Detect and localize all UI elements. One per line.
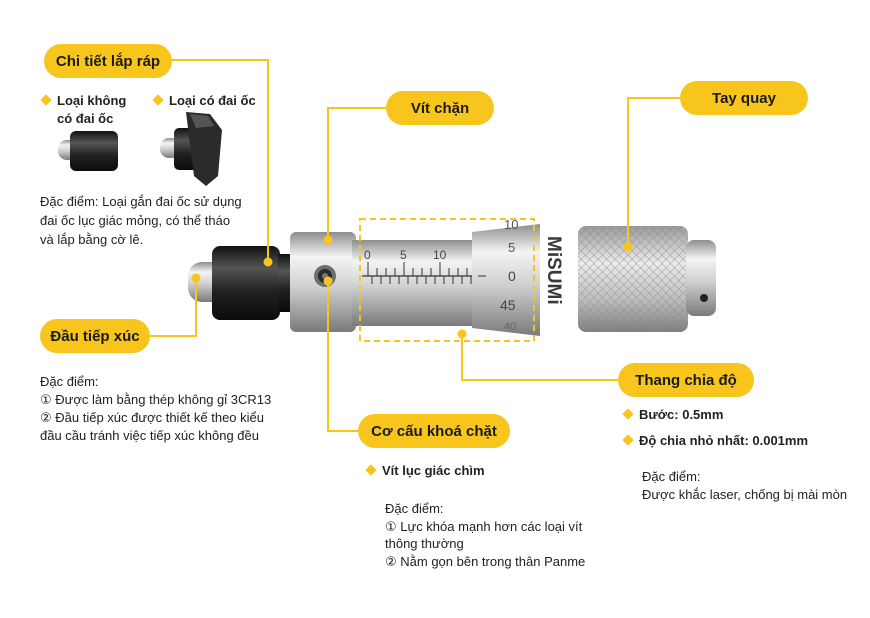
assembly-type-a-image: [58, 131, 118, 171]
brand-logo: MiSUMi: [543, 236, 564, 305]
bullet-icon: [365, 464, 377, 476]
scale-resolution: Độ chia nhỏ nhất: 0.001mm: [622, 432, 808, 450]
label-contact-tip: Đầu tiếp xúc: [40, 319, 150, 353]
thimble-tick-label: 40: [504, 321, 516, 333]
knurled-handle-part: [578, 226, 716, 332]
scale-heading: Đặc điểm:: [642, 469, 701, 484]
assembly-feature-line: Đặc điểm: Loại gắn đai ốc sử dụng: [40, 194, 242, 209]
scale-pitch: Bước: 0.5mm: [622, 406, 723, 424]
thimble-part: 10 5 0 45 40 MiSUMi: [472, 217, 564, 336]
bullet-icon: [622, 434, 634, 446]
bullet-icon: [152, 94, 164, 106]
leader-dots: [191, 235, 633, 339]
black-nut-part: [212, 246, 294, 320]
assembly-feature-line: và lắp bằng cờ lê.: [40, 232, 144, 247]
lock-ring-part: [290, 232, 356, 332]
assembly-feature-line: đai ốc lục giác mỏng, có thể tháo: [40, 213, 231, 228]
locking-item: thông thường: [385, 536, 464, 551]
assembly-type-a: Loại không: [40, 92, 126, 110]
label-assembly: Chi tiết lắp ráp: [44, 44, 172, 78]
assembly-type-b-image: [160, 112, 222, 186]
label-locking: Cơ cấu khoá chặt: [358, 414, 510, 448]
bullet-icon: [622, 408, 634, 420]
assembly-type-a-line2: có đai ốc: [57, 111, 114, 126]
thimble-tick-label: 0: [508, 268, 516, 284]
locking-item: ① Lực khóa mạnh hơn các loại vít: [385, 519, 583, 534]
bullet-icon: [40, 94, 52, 106]
thimble-tick-label: 10: [504, 217, 518, 232]
contact-tip-item: ② Đầu tiếp xúc được thiết kế theo kiểu: [40, 410, 264, 425]
contact-tip-heading: Đặc điểm:: [40, 374, 99, 389]
label-handle: Tay quay: [680, 81, 808, 115]
locking-heading: Đặc điểm:: [385, 501, 444, 516]
sleeve-tick-label: 0: [364, 248, 371, 262]
scale-detail: Được khắc laser, chống bị mài mòn: [642, 487, 848, 502]
locking-bullet: Vít lục giác chìm: [365, 462, 485, 480]
contact-tip-item: đầu cầu tránh việc tiếp xúc không đều: [40, 428, 259, 443]
label-scale: Thang chia độ: [618, 363, 754, 397]
sleeve-tick-marks: [367, 262, 472, 284]
sleeve-tick-label: 10: [433, 248, 447, 262]
assembly-type-b: Loại có đai ốc: [152, 92, 256, 110]
contact-tip-item: ① Được làm bằng thép không gỉ 3CR13: [40, 392, 272, 407]
label-stop-screw: Vít chặn: [386, 91, 494, 125]
sleeve-part: 0 5 10: [352, 240, 492, 326]
leader-lines: [148, 59, 680, 432]
locking-item: ② Nằm gọn bên trong thân Panme: [385, 554, 586, 569]
thimble-tick-label: 5: [508, 240, 515, 255]
sleeve-tick-label: 5: [400, 248, 407, 262]
scale-highlight-box: [359, 218, 535, 342]
thimble-tick-label: 45: [500, 297, 516, 313]
